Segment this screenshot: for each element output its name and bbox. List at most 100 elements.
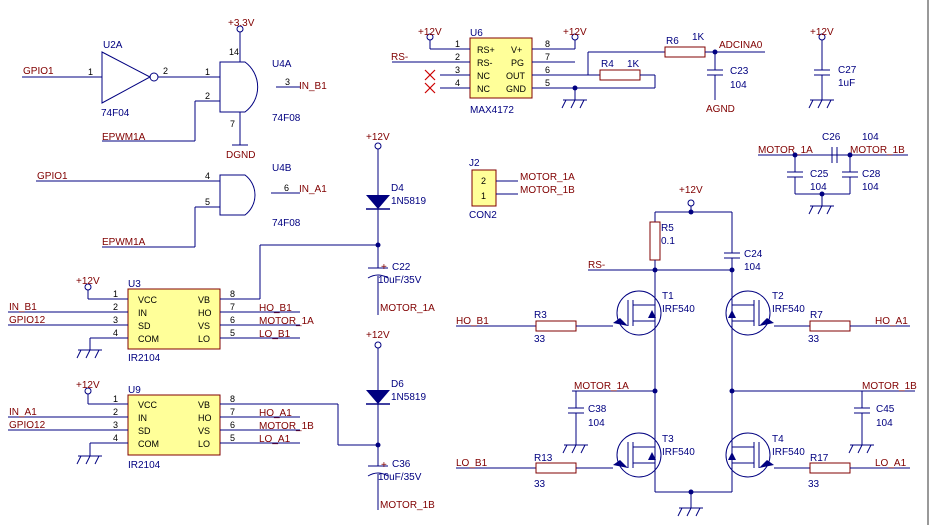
u9-ir2104: U9 IR2104 VCC IN SD COM VB HO VS LO +12V…: [8, 380, 378, 471]
d4-diode: [366, 195, 390, 209]
svg-text:VCC: VCC: [138, 295, 158, 305]
power-12v-label: +12V: [366, 330, 390, 341]
r3-designator: R3: [534, 310, 547, 321]
c38-value: 104: [588, 418, 605, 429]
svg-text:IN: IN: [138, 413, 147, 423]
c24-value: 104: [744, 262, 761, 273]
r5-value: 0.1: [661, 236, 675, 247]
svg-text:2: 2: [113, 302, 118, 312]
svg-text:HO: HO: [198, 413, 212, 423]
svg-text:SD: SD: [138, 426, 151, 436]
t2-value: IRF540: [772, 304, 805, 315]
r3-resistor: [535, 320, 577, 332]
c27-designator: C27: [838, 65, 857, 76]
svg-text:NC: NC: [477, 84, 490, 94]
net-motor-1b-label: MOTOR_1B: [520, 185, 575, 196]
svg-text:COM: COM: [138, 334, 159, 344]
inverter-bubble: [149, 72, 159, 82]
svg-text:V+: V+: [511, 45, 522, 55]
power-12v-label: +12V: [418, 27, 442, 38]
t1-mosfet: T1 IRF540: [613, 290, 695, 336]
svg-text:2: 2: [113, 407, 118, 417]
pin-number: 7: [230, 119, 235, 129]
r5-resistor: [649, 221, 661, 261]
r4-designator: R4: [601, 59, 614, 70]
c24-designator: C24: [744, 249, 763, 260]
r7-resistor: [809, 320, 851, 332]
svg-text:2: 2: [455, 52, 460, 62]
svg-text:LO: LO: [198, 334, 210, 344]
r13-designator: R13: [534, 453, 553, 464]
net-rs-minus-label: RS-: [588, 260, 605, 271]
net-lo-b1-label: LO_B1: [456, 458, 488, 469]
c23-value: 104: [730, 80, 747, 91]
power-12v-label: +12V: [366, 132, 390, 143]
net-lo-a1-label: LO_A1: [259, 434, 291, 445]
svg-text:6: 6: [230, 420, 235, 430]
pin-number: 5: [205, 197, 210, 207]
u6-designator: U6: [470, 28, 483, 39]
u3-ir2104: U3 IR2104 VCC IN SD COM VB HO VS LO +12V…: [8, 244, 378, 364]
c26-designator: C26: [822, 132, 841, 143]
power-12v-label: +12V: [563, 27, 587, 38]
u9-body: [127, 394, 221, 456]
net-ho-a1-label: HO_A1: [875, 316, 908, 327]
net-motor-1b-label: MOTOR_1B: [850, 145, 905, 156]
net-motor-1a-label: MOTOR_1A: [380, 303, 435, 314]
c28-designator: C28: [862, 169, 881, 180]
net-in-a1-label: IN_A1: [299, 184, 327, 195]
svg-text:VB: VB: [198, 400, 210, 410]
svg-text:+: +: [381, 460, 387, 471]
and-body: [219, 174, 256, 216]
u4a-designator: U4A: [272, 59, 292, 70]
d4-c22-bootstrap: +12V D4 1N5819 + C22 10uF/35V MOTOR_1A: [366, 132, 435, 315]
net-gpio1-label: GPIO1: [23, 66, 54, 77]
c26-value: 104: [862, 132, 879, 143]
svg-text:5: 5: [230, 433, 235, 443]
net-in-a1-label: IN_A1: [9, 407, 37, 418]
svg-text:7: 7: [230, 407, 235, 417]
c45-designator: C45: [876, 404, 895, 415]
c27-value: 1uF: [838, 78, 855, 89]
r5-designator: R5: [661, 223, 674, 234]
net-motor-1b-label: MOTOR_1B: [380, 500, 435, 511]
dgnd-label: DGND: [226, 150, 255, 161]
net-gpio12-label: GPIO12: [9, 420, 46, 431]
pin-number: 3: [285, 77, 290, 87]
r3-value: 33: [534, 334, 546, 345]
pin-number: 6: [284, 183, 289, 193]
c27-capacitor: +12V C27 1uF: [808, 27, 857, 109]
net-gpio1-label: GPIO1: [37, 171, 68, 182]
svg-text:RS-: RS-: [477, 58, 493, 68]
net-epwm1a-label: EPWM1A: [102, 132, 146, 143]
u9-value: IR2104: [128, 460, 161, 471]
net-in-b1-label: IN_B1: [9, 302, 37, 313]
pin-number: 1: [205, 67, 210, 77]
d6-designator: D6: [391, 379, 404, 390]
net-motor-1a-label: MOTOR_1A: [259, 316, 314, 327]
svg-text:3: 3: [113, 315, 118, 325]
r6-resistor: [664, 46, 706, 58]
r13-resistor: [535, 462, 577, 474]
u4b-designator: U4B: [272, 163, 292, 174]
u2a-designator: U2A: [103, 40, 123, 51]
r17-designator: R17: [810, 453, 829, 464]
and-body: [219, 61, 259, 113]
net-epwm1a-label: EPWM1A: [102, 237, 146, 248]
net-lo-a1-label: LO_A1: [875, 458, 907, 469]
u4b-and-gate: GPIO1 4 5 EPWM1A 6 IN_A1 U4B 74F08: [36, 163, 327, 248]
svg-text:6: 6: [230, 315, 235, 325]
u6-value: MAX4172: [470, 105, 514, 116]
t4-mosfet: T4 IRF540: [725, 432, 805, 492]
d4-designator: D4: [391, 183, 404, 194]
svg-text:IN: IN: [138, 308, 147, 318]
svg-text:3: 3: [455, 65, 460, 75]
c28-value: 104: [862, 182, 879, 193]
r6-r4-c23-network: R6 1K ADCINA0 R4 1K C23 104 AGND: [587, 32, 765, 115]
d4-value: 1N5819: [391, 196, 426, 207]
power-port: [236, 25, 244, 33]
pin-number: 2: [205, 91, 210, 101]
u3-body: [127, 288, 221, 350]
svg-text:8: 8: [545, 39, 550, 49]
